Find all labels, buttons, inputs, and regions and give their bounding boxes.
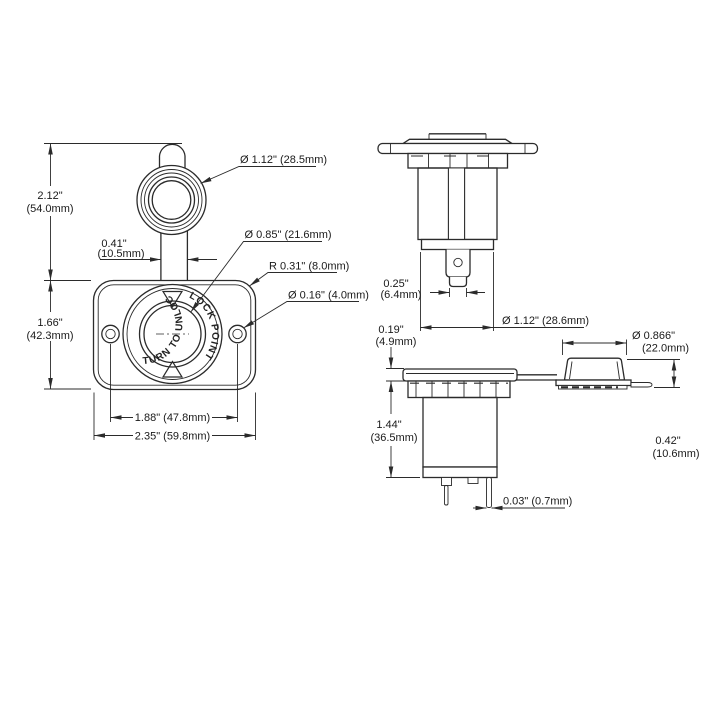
dim-flange-thickness: 0.19" (4.9mm) bbox=[376, 324, 417, 382]
dim-screw-spacing: 1.88" (47.8mm) bbox=[110, 344, 238, 424]
dim-pin-thickness: 0.03" (0.7mm) bbox=[473, 496, 572, 511]
dim-label: Ø 1.12" (28.5mm) bbox=[240, 154, 327, 166]
body-end-band bbox=[422, 466, 498, 479]
dim-corner-radius: R 0.31" (8.0mm) bbox=[249, 261, 349, 287]
dim-label: (22.0mm) bbox=[642, 343, 689, 355]
open-view: 0.19" (4.9mm) 1.44" (36.5mm) Ø 0.866" (2… bbox=[370, 324, 700, 511]
dim-plate-width: 2.35" (59.8mm) bbox=[93, 392, 256, 443]
dim-label: Ø 0.866" bbox=[632, 330, 675, 342]
dim-cap-height: 0.42" (10.6mm) bbox=[627, 359, 700, 460]
triangle-top-icon bbox=[161, 290, 184, 309]
dim-label: 1.44" bbox=[376, 419, 401, 431]
dim-body-diameter: Ø 1.12" (28.6mm) bbox=[420, 252, 589, 331]
dim-cap-diameter: Ø 1.12" (28.5mm) bbox=[200, 154, 327, 184]
dim-plate-height: 1.66" (42.3mm) bbox=[26, 280, 91, 390]
dim-label: (10.5mm) bbox=[97, 248, 144, 260]
dim-label: (42.3mm) bbox=[26, 330, 73, 342]
dim-label: (6.4mm) bbox=[381, 289, 422, 301]
dim-label: 1.88" (47.8mm) bbox=[135, 412, 210, 424]
dim-label: (10.6mm) bbox=[652, 448, 699, 460]
knurled-nut bbox=[407, 380, 511, 399]
dim-label: 2.12" bbox=[37, 190, 62, 202]
cap-plate bbox=[555, 379, 632, 387]
threaded-body bbox=[417, 167, 498, 241]
hex-nut bbox=[407, 152, 509, 169]
dim-label: (4.9mm) bbox=[376, 336, 417, 348]
dim-socket-diameter: Ø 0.85" (21.6mm) bbox=[190, 229, 332, 313]
terminal-pins bbox=[441, 477, 492, 508]
threaded-body bbox=[422, 396, 498, 468]
triangle-bottom-icon bbox=[161, 360, 184, 378]
cover-cap bbox=[136, 164, 207, 236]
cap-dome bbox=[563, 357, 626, 381]
dim-label: 0.41" bbox=[101, 238, 126, 250]
dim-label: (36.5mm) bbox=[370, 432, 417, 444]
flange bbox=[377, 142, 539, 155]
dim-label: Ø 0.85" (21.6mm) bbox=[245, 229, 332, 241]
dim-label: 2.35" (59.8mm) bbox=[135, 431, 210, 443]
dim-overall-height: 2.12" (54.0mm) bbox=[26, 143, 182, 281]
dim-tab-width: 0.25" (6.4mm) bbox=[381, 278, 485, 301]
open-cap bbox=[555, 357, 653, 390]
dim-label: R 0.31" (8.0mm) bbox=[269, 261, 349, 273]
dim-cap-diameter: Ø 0.866" (22.0mm) bbox=[562, 330, 689, 355]
terminal-hole bbox=[453, 257, 463, 268]
front-view: TURN TO UNLOCK LOCK POINT 2.12" (54.0mm)… bbox=[0, 0, 369, 443]
dim-stem-width: 0.41" (10.5mm) bbox=[97, 238, 217, 262]
cap-seal bbox=[558, 385, 628, 390]
terminal-tab bbox=[445, 249, 471, 288]
dim-body-depth: 1.44" (36.5mm) bbox=[370, 381, 420, 478]
cap-lip bbox=[630, 382, 653, 388]
dim-label: Ø 1.12" (28.6mm) bbox=[502, 315, 589, 327]
dim-label: (54.0mm) bbox=[26, 203, 73, 215]
rear-view: 0.25" (6.4mm) Ø 1.12" (28.6mm) bbox=[377, 133, 589, 331]
dim-screw-diameter: Ø 0.16" (4.0mm) bbox=[243, 290, 369, 329]
screw-hole-right bbox=[228, 324, 247, 344]
flange bbox=[402, 368, 518, 382]
dim-label: Ø 0.16" (4.0mm) bbox=[288, 290, 369, 302]
dim-label: 0.25" bbox=[383, 278, 408, 290]
cap-pull-tab bbox=[158, 143, 186, 170]
screw-hole-left bbox=[101, 324, 120, 344]
dim-label: 0.42" bbox=[655, 435, 680, 447]
dim-label: 0.19" bbox=[378, 324, 403, 336]
dim-label: 1.66" bbox=[37, 317, 62, 329]
dim-label: 0.03" (0.7mm) bbox=[503, 496, 572, 508]
body-end-cup bbox=[420, 238, 495, 251]
